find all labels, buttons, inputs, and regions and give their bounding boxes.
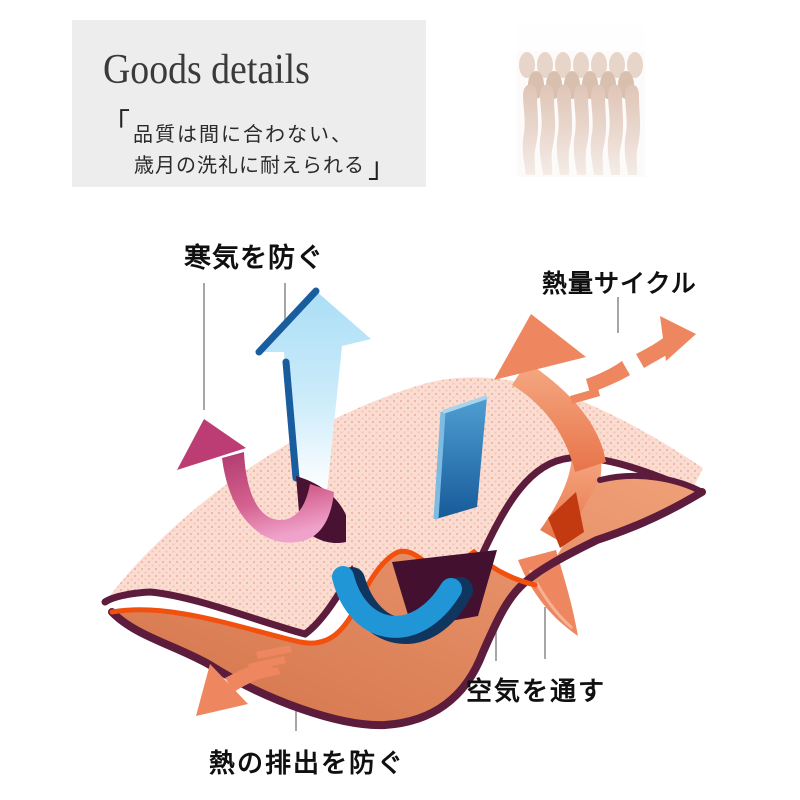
page-title: Goods details [103, 47, 310, 93]
fabric-texture-image [517, 25, 645, 177]
quote-line-2: 歳月の洗礼に耐えられる [134, 155, 365, 177]
quote-line-1: 品質は間に合わない、 [133, 124, 353, 146]
heat-cycle-small-arrow [570, 316, 696, 404]
heat-cycle-arrowhead [494, 314, 586, 380]
heat-return-arrow [177, 419, 334, 543]
heat-cycle-arrow [494, 314, 606, 472]
air-u-turn-arrow [332, 566, 462, 638]
bottom-layer-top-rim-right [597, 472, 705, 495]
label-heat-retain: 熱の排出を防ぐ [209, 748, 406, 778]
small-arrowhead [660, 316, 696, 361]
swatch-top-highlight [517, 25, 645, 51]
heat-return-arrowhead [177, 419, 246, 470]
bottom-layer-orange-edge [109, 548, 538, 646]
quote-open-bracket: 「 [102, 108, 131, 139]
bottom-layer-crease-shadow [548, 492, 584, 548]
goods-details-panel: Goods details 「 品質は間に合わない、 歳月の洗礼に耐えられる 」 [72, 20, 426, 187]
heat-escape-arrow [196, 645, 292, 716]
label-air-through: 空気を通す [466, 676, 607, 706]
fleece-fingers [522, 84, 641, 175]
label-heat-cycle: 熱量サイクル [542, 270, 697, 298]
cold-air-arrow [255, 287, 371, 492]
cold-arrow-edge-head [255, 287, 320, 356]
cold-arrow-edge-shaft [282, 358, 300, 482]
air-vent-slab [433, 395, 488, 520]
fleece-bump-row-back [519, 52, 643, 78]
label-cold-block: 寒気を防ぐ [184, 243, 324, 273]
heat-escape-arrowhead [196, 664, 248, 716]
quote-close-bracket: 」 [368, 152, 397, 183]
